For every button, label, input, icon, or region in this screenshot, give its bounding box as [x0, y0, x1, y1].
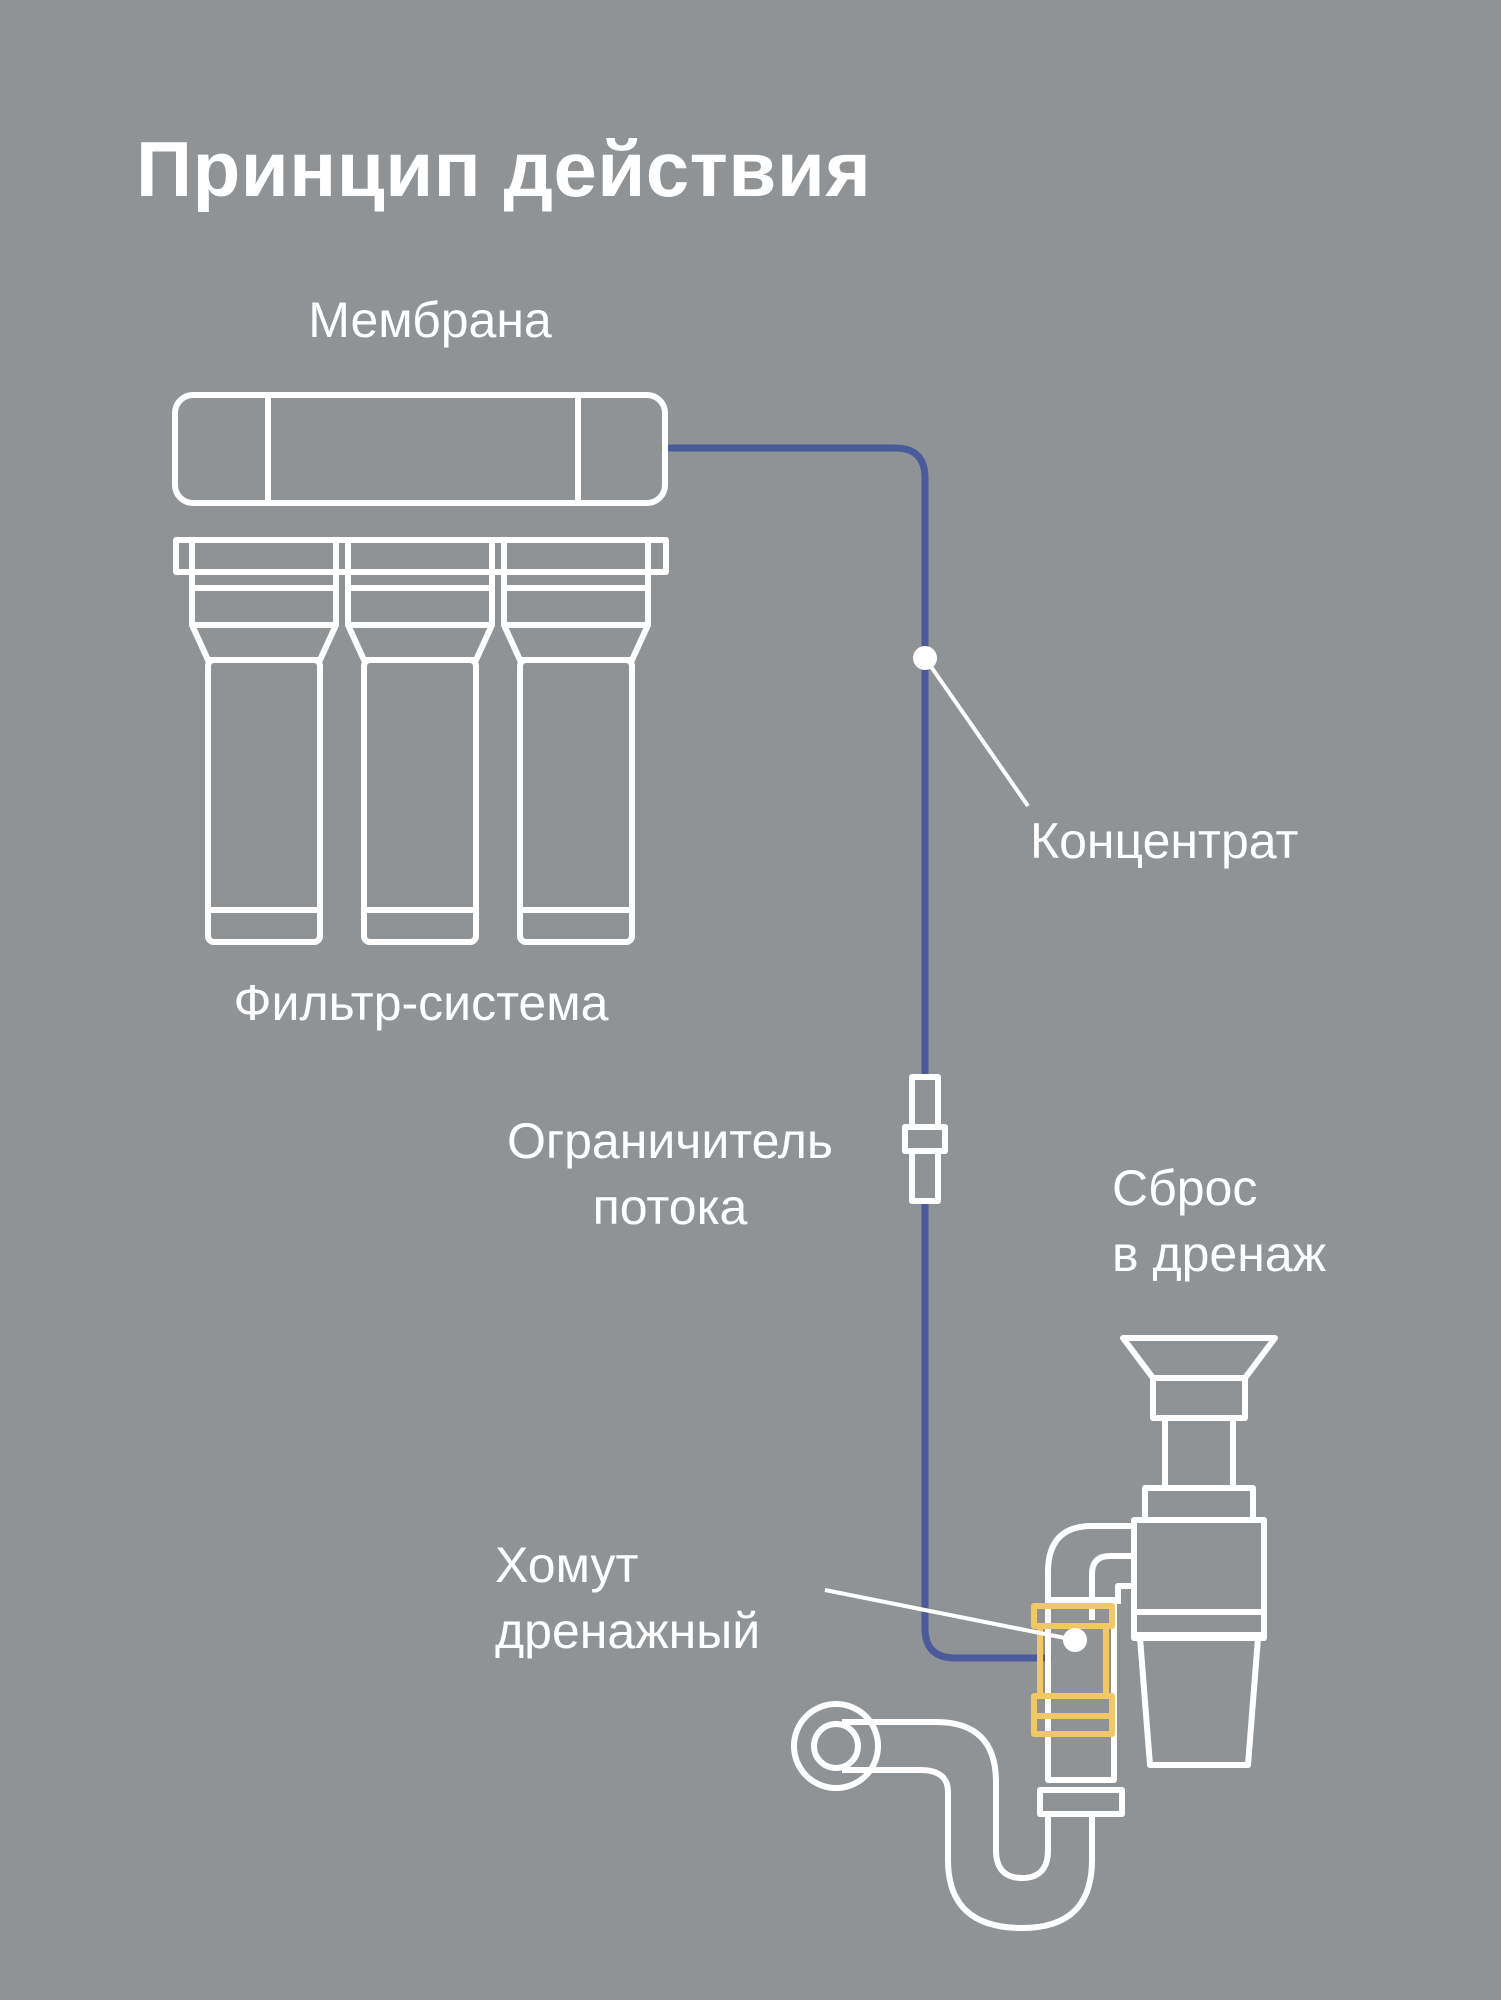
concentrate-label: Концентрат: [1030, 813, 1299, 869]
drain-label-line1: Сброс: [1112, 1160, 1258, 1216]
filter-system: [173, 537, 669, 945]
concentrate-tube: [661, 444, 1052, 1662]
page-title: Принцип действия: [136, 125, 872, 213]
filter-system-label: Фильтр-система: [233, 975, 609, 1031]
flow-limiter-label-line1: Ограничитель: [507, 1113, 833, 1169]
clamp-label: Хомут дренажный: [495, 1532, 760, 1664]
filter-housing-2: [345, 537, 495, 628]
filter-housing-1: [189, 537, 339, 628]
flow-limiter-label-line2: потока: [592, 1179, 748, 1235]
clamp-label-line1: Хомут: [495, 1537, 639, 1593]
drain-label: Сброс в дренаж: [1112, 1155, 1326, 1287]
clamp-pointer: [824, 1588, 1087, 1652]
membrane-housing: [172, 392, 668, 506]
membrane-label: Мембрана: [308, 292, 552, 348]
drain-label-line2: в дренаж: [1112, 1226, 1327, 1282]
drain-clamp: [1031, 1603, 1115, 1737]
flow-limiter-label: Ограничитель потока: [470, 1108, 870, 1240]
concentrate-pointer: [913, 646, 1030, 808]
filter-housing-3: [501, 537, 651, 628]
flow-limiter: [902, 1074, 948, 1204]
clamp-label-line2: дренажный: [495, 1603, 761, 1659]
siphon: [791, 1335, 1278, 1931]
